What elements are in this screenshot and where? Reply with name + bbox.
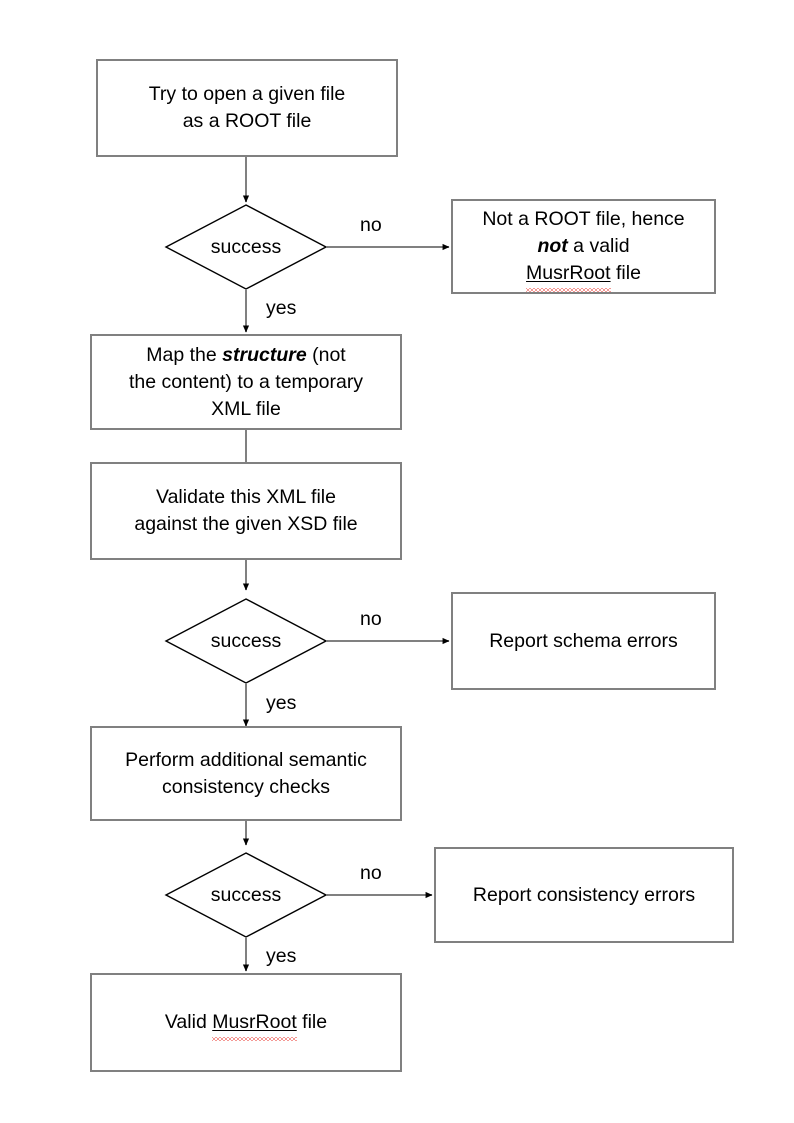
decision-open-shape: [164, 204, 328, 290]
node-report-consistency[interactable]: Report consistency errors: [434, 847, 734, 943]
node-decision-open-label: success: [210, 236, 282, 258]
edge-label-yes-open: yes: [266, 297, 297, 319]
edge-label-no-consistency: no: [360, 862, 382, 884]
edge-label-no-open: no: [360, 214, 382, 236]
node-decision-consistency[interactable]: success: [164, 852, 328, 938]
edge-label-yes-consistency: yes: [266, 945, 297, 967]
node-report-schema[interactable]: Report schema errors: [451, 592, 716, 690]
spellcheck-word-musrroot: MusrRoot: [526, 260, 611, 292]
node-decision-schema[interactable]: success: [164, 598, 328, 684]
node-decision-open[interactable]: success: [164, 204, 328, 290]
node-decision-consistency-label: success: [210, 884, 282, 906]
edge-label-yes-schema: yes: [266, 692, 297, 714]
node-valid-file-label: Valid MusrRoot file: [165, 1009, 327, 1041]
node-report-consistency-label: Report consistency errors: [472, 883, 696, 906]
decision-schema-shape: [164, 598, 328, 684]
spellcheck-word-musrroot: MusrRoot: [212, 1009, 297, 1041]
edge-label-no-schema: no: [360, 608, 382, 630]
node-decision-schema-label: success: [210, 630, 282, 652]
node-valid-file[interactable]: Valid MusrRoot file: [90, 973, 402, 1072]
node-report-schema-label: Report schema errors: [489, 629, 678, 652]
decision-consistency-shape: [164, 852, 328, 938]
